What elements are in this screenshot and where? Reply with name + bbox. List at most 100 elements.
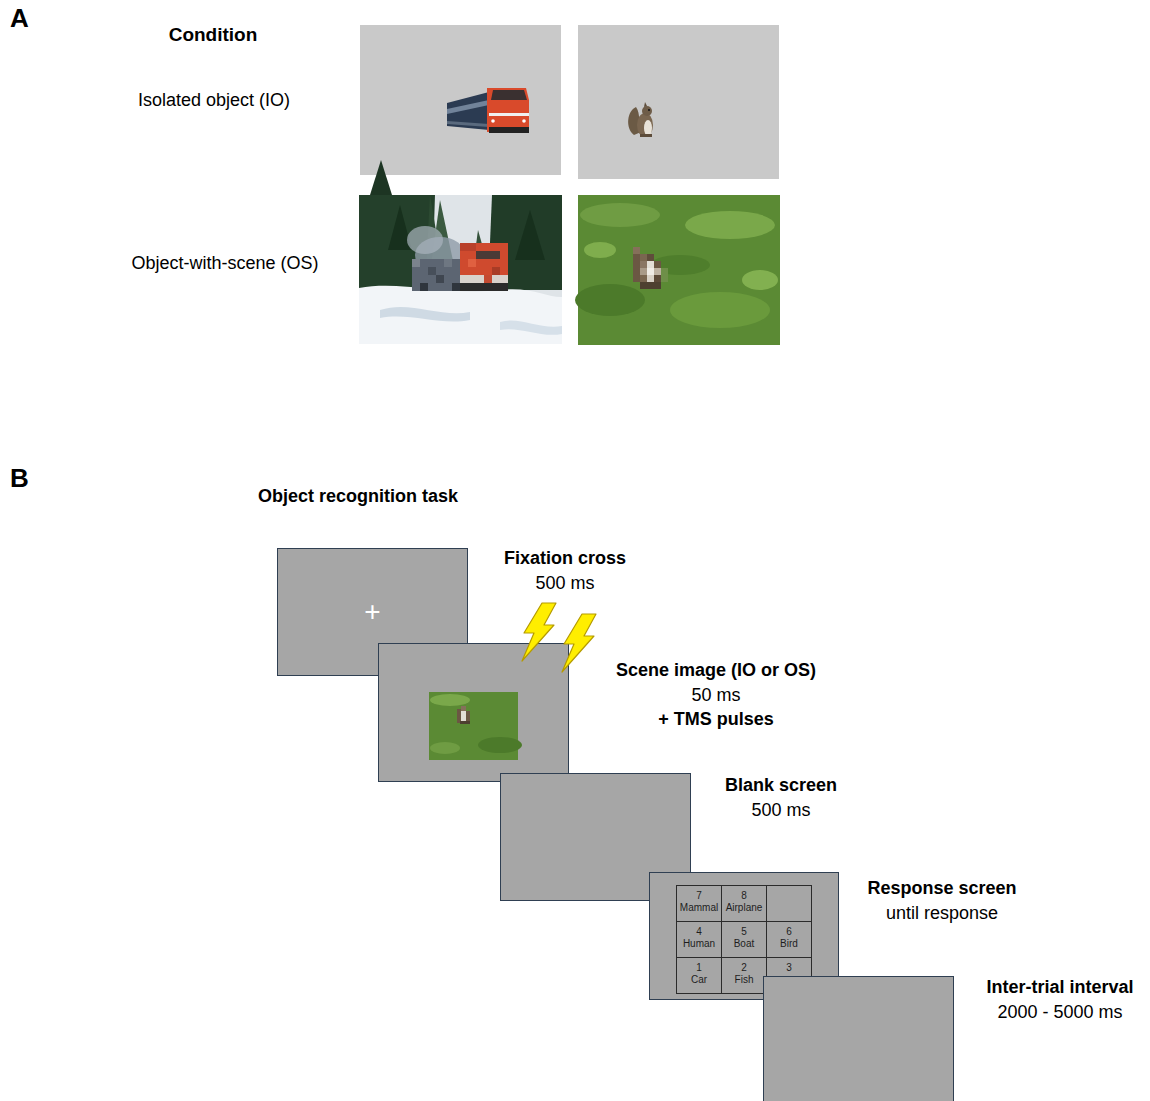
panel-letter: A [10, 6, 29, 31]
column-heading: Condition [13, 23, 413, 48]
screen-thumbnail-part [478, 737, 522, 753]
label-wrap: B [10, 466, 29, 491]
scene-train-image-part [412, 259, 460, 291]
isolated-train-image-part [447, 121, 489, 127]
option-name: Human [683, 938, 715, 950]
step-title: Scene image (IO or OS) [566, 658, 866, 683]
screen-thumbnail [429, 692, 522, 760]
option-number: 3 [786, 962, 792, 974]
isolated-train-image-part [522, 119, 526, 123]
response-option-cell: 7Mammal [676, 885, 722, 922]
scene-train-image-part [436, 275, 444, 283]
isolated-train-image-part [447, 92, 489, 130]
response-option-cell: 6Bird [766, 921, 812, 958]
scene-train-image-part [412, 259, 420, 267]
response-option-cell: 1Car [676, 957, 722, 994]
scene-squirrel-image-part [640, 254, 647, 261]
screen-caption: Blank screen500 ms [631, 773, 931, 822]
fixation-cross: + [364, 600, 380, 625]
scene-train-image-part [359, 286, 562, 344]
option-name: Car [691, 974, 707, 986]
scene-train-image-part [460, 243, 508, 291]
row-label: Isolated object (IO) [14, 88, 414, 113]
scene-train-image-part [407, 226, 443, 254]
isolated-train-image-part [489, 113, 529, 116]
scene-squirrel-image-part [650, 255, 710, 275]
scene-train-image-part [420, 283, 428, 291]
option-number: 4 [696, 926, 702, 938]
option-name: Boat [734, 938, 755, 950]
step-title: Blank screen [631, 773, 931, 798]
scene-train-image-part [460, 243, 476, 251]
scene-squirrel-image-part [640, 268, 647, 275]
tms-pulse-bolt-part [522, 603, 556, 661]
option-name: Airplane [726, 902, 763, 914]
isolated-train-image-part [487, 88, 529, 132]
scene-train-image-part [428, 267, 436, 275]
label-wrap: A [10, 6, 29, 31]
screen-thumbnail-part [430, 742, 460, 754]
screen-thumbnail-part [430, 694, 470, 706]
row-label: Object-with-scene (OS) [25, 251, 425, 276]
label-wrap: Object recognition task [258, 484, 458, 509]
screen-thumbnail-part [466, 711, 470, 721]
scene-train-image-part [515, 210, 545, 260]
option-name: Mammal [680, 902, 718, 914]
scene-train-image-part [492, 267, 500, 275]
scene-train-image-part [460, 275, 508, 283]
isolated-squirrel-image-part [642, 106, 652, 116]
option-name: Bird [780, 938, 798, 950]
scene-train-image-part [476, 251, 500, 259]
isolated-squirrel-image-part [578, 25, 779, 179]
option-number: 8 [741, 890, 747, 902]
scene-train-image-part [468, 259, 476, 267]
label-wrap: Isolated object (IO) [14, 88, 414, 113]
isolated-train-image-part [491, 119, 495, 123]
option-number: 1 [696, 962, 702, 974]
scene-squirrel-image-part [580, 203, 660, 227]
scene-train-image-part [444, 259, 452, 267]
scene-squirrel-image-part [640, 282, 661, 289]
step-detail: 50 ms [566, 683, 866, 708]
screen-thumbnail-part [461, 711, 466, 721]
tms-pulse-bolt [522, 603, 596, 672]
scene-squirrel-image-part [640, 275, 647, 282]
scene-squirrel-image-part [640, 261, 647, 268]
response-option-cell: 2Fish [721, 957, 767, 994]
scene-squirrel-image-part [647, 268, 654, 275]
isolated-train-image-part [360, 25, 561, 175]
isolated-squirrel-image [578, 25, 779, 179]
scene-squirrel-image-part [685, 211, 775, 239]
isolated-train-image [360, 25, 561, 175]
empty-option-cell [766, 885, 812, 922]
option-number: 7 [696, 890, 702, 902]
scene-train-image-part [452, 283, 460, 291]
option-number: 6 [786, 926, 792, 938]
screen-caption: Inter-trial interval2000 - 5000 ms [910, 975, 1150, 1024]
step-detail: + TMS pulses [566, 707, 866, 732]
screen-thumbnail-part [460, 721, 470, 724]
option-number: 5 [741, 926, 747, 938]
response-option-cell: 8Airplane [721, 885, 767, 922]
scene-squirrel-image-part [575, 284, 645, 316]
scene-squirrel-image-part [584, 242, 616, 258]
scene-squirrel-image-part [647, 261, 654, 268]
scene-squirrel-image-part [742, 270, 778, 290]
scene-squirrel-image [575, 195, 780, 345]
screen-caption: Scene image (IO or OS)50 ms+ TMS pulses [566, 658, 866, 732]
isolated-squirrel-image-part [637, 113, 653, 137]
isolated-train-image-part [447, 100, 489, 114]
screen-thumbnail-part [461, 706, 466, 711]
label-wrap: Condition [13, 23, 413, 48]
scene-squirrel-image-part [654, 261, 661, 268]
screen-caption: Fixation cross500 ms [415, 546, 715, 595]
scene-squirrel-image-part [670, 292, 770, 328]
tms-pulse-bolt-part [562, 614, 596, 672]
scene-squirrel-image-part [647, 275, 654, 282]
panel-letter: B [10, 466, 29, 491]
isolated-squirrel-image-part [644, 120, 652, 136]
scene-train-image-part [380, 307, 470, 322]
step-detail: 2000 - 5000 ms [910, 1000, 1150, 1025]
scene-squirrel-image-part [654, 275, 661, 282]
